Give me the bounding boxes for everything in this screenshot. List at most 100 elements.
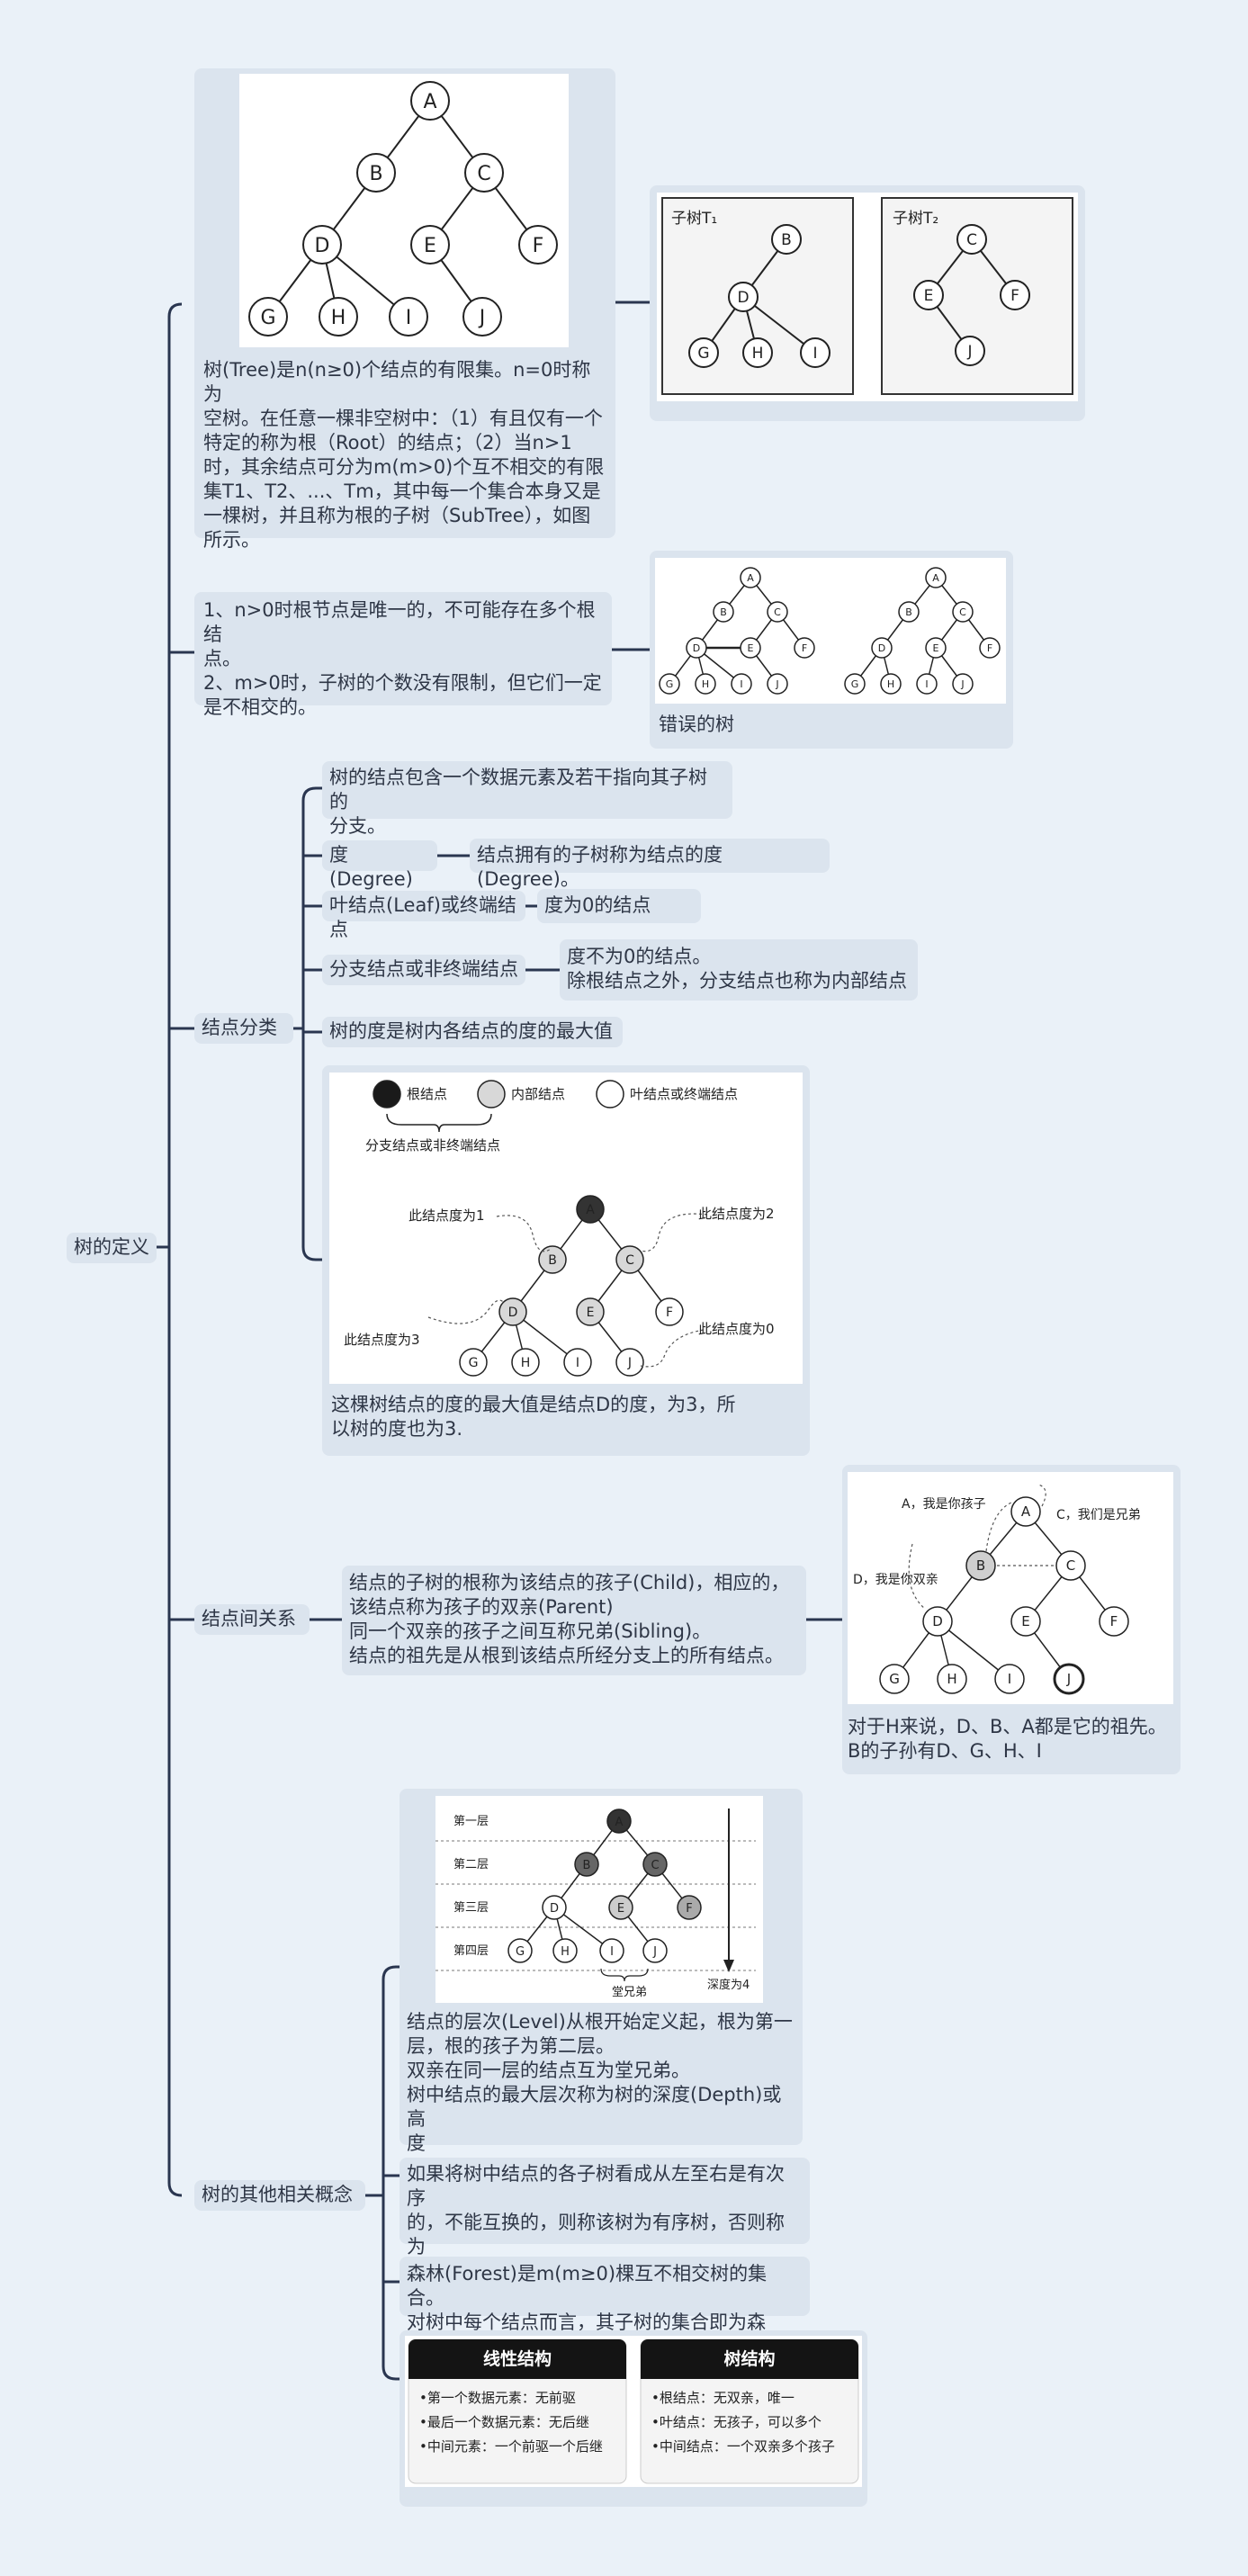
tree-letter: D bbox=[737, 289, 749, 307]
degree-desc[interactable]: 结点拥有的子树称为结点的度(Degree)。 bbox=[470, 839, 830, 890]
relations-figure: A B C D E F G H I J A，我是你孩子 C，我们是兄弟 D，我是… bbox=[848, 1472, 1173, 1704]
tree-letter: B bbox=[905, 606, 912, 618]
root-node[interactable]: 树的定义 bbox=[67, 1233, 157, 1263]
relations-label-parent: D，我是你双亲 bbox=[853, 1573, 938, 1587]
annotation-degree-2: 此结点度为2 bbox=[698, 1206, 775, 1222]
tree-letter: H bbox=[887, 678, 894, 690]
forest-text[interactable]: 森林(Forest)是m(m≥0)棵互不相交树的集合。 对树中每个结点而言，其子… bbox=[400, 2257, 810, 2357]
classification-node[interactable]: 结点分类 bbox=[194, 1013, 293, 1044]
tree-letter: D bbox=[550, 1902, 559, 1916]
depth-label: 深度为4 bbox=[707, 1978, 750, 1992]
tree-letter: F bbox=[1110, 1613, 1118, 1629]
degree-label: 度(Degree) bbox=[329, 844, 413, 890]
tree-letter: D bbox=[932, 1613, 943, 1629]
legend-leaf: 叶结点或终端结点 bbox=[630, 1086, 738, 1102]
tree-letter: B bbox=[548, 1253, 557, 1268]
branch-node[interactable]: 分支结点或非终端结点 bbox=[322, 955, 525, 985]
tree-letter: J bbox=[775, 678, 778, 690]
tree-letter: G bbox=[851, 678, 859, 690]
tree-figure-main: A B C D E F G H I J bbox=[239, 74, 569, 347]
tree-structure-list: •根结点：无双亲，唯一 •叶结点：无孩子，可以多个 •中间结点：一个双亲多个孩子 bbox=[651, 2386, 855, 2459]
tree-structure-title: 树结构 bbox=[641, 2339, 858, 2379]
tree-letter: H bbox=[702, 678, 709, 690]
other-label: 树的其他相关概念 bbox=[202, 2184, 353, 2205]
annotation-degree-3: 此结点度为3 bbox=[344, 1332, 420, 1348]
tree-letter: I bbox=[740, 678, 742, 690]
tree-letter: E bbox=[933, 642, 939, 654]
cousin-label: 堂兄弟 bbox=[612, 1986, 647, 1999]
tree-letter: G bbox=[260, 307, 275, 329]
legend-brace-label: 分支结点或非终端结点 bbox=[365, 1137, 500, 1153]
tree-letter: H bbox=[561, 1945, 570, 1959]
tree-letter: G bbox=[469, 1356, 479, 1370]
leaf-label: 叶结点(Leaf)或终端结点 bbox=[329, 894, 516, 940]
relations-caption: 对于H来说，D、B、A都是它的祖先。 B的子孙有D、G、H、I bbox=[848, 1716, 1167, 1762]
tree-letter: E bbox=[424, 235, 436, 257]
tree-letter: F bbox=[533, 235, 544, 257]
tree-letter: J bbox=[960, 678, 964, 690]
tree-letter: E bbox=[924, 287, 934, 305]
root-label: 树的定义 bbox=[74, 1236, 149, 1258]
tree-letter: H bbox=[752, 345, 764, 363]
tree-letter: C bbox=[625, 1253, 634, 1268]
linear-structure-list: •第一个数据元素：无前驱 •最后一个数据元素：无后继 •中间元素：一个前驱一个后… bbox=[419, 2386, 623, 2459]
classification-intro[interactable]: 树的结点包含一个数据元素及若干指向其子树的 分支。 bbox=[322, 761, 732, 837]
level-label-4: 第四层 bbox=[453, 1944, 489, 1958]
tree-letter: H bbox=[521, 1356, 531, 1370]
tree-letter: J bbox=[1066, 1671, 1071, 1687]
relations-text[interactable]: 结点的子树的根称为该结点的孩子(Child)，相应的， 该结点称为孩子的双亲(P… bbox=[342, 1566, 806, 1675]
tree-letter: I bbox=[610, 1945, 614, 1959]
tree-letter: B bbox=[720, 606, 727, 618]
tree-letter: I bbox=[406, 307, 412, 329]
level-label-3: 第三层 bbox=[453, 1901, 489, 1915]
tree-letter: D bbox=[878, 642, 885, 654]
degree-svg: 根结点 内部结点 叶结点或终端结点 分支结点或非终端结点 A B C D E F… bbox=[344, 1080, 775, 1377]
tree-letter: I bbox=[925, 678, 928, 690]
tree-letter: F bbox=[686, 1902, 692, 1916]
list-item: •第一个数据元素：无前驱 bbox=[419, 2390, 576, 2406]
tree-letter: G bbox=[697, 345, 709, 363]
subtree-label-t2: 子树T₂ bbox=[893, 210, 938, 228]
leaf-desc[interactable]: 度为0的结点 bbox=[537, 889, 701, 923]
tree-letter: H bbox=[331, 307, 346, 329]
tree-letter: D bbox=[693, 642, 700, 654]
level-label-2: 第二层 bbox=[453, 1858, 489, 1871]
tree-letter: C bbox=[651, 1859, 659, 1872]
tree-letter: C bbox=[774, 606, 781, 618]
level-figure: A B C D E F G H I J 第一层 第二层 第三层 第四层 堂兄弟 … bbox=[435, 1796, 763, 2003]
tree-letter: E bbox=[748, 642, 754, 654]
legend-root: 根结点 bbox=[407, 1086, 447, 1102]
tree-degree-text[interactable]: 树的度是树内各结点的度的最大值 bbox=[322, 1017, 623, 1047]
relations-node[interactable]: 结点间关系 bbox=[194, 1604, 310, 1635]
ordered-tree-text[interactable]: 如果将树中结点的各子树看成从左至右是有次序 的，不能互换的，则称该树为有序树，否… bbox=[400, 2158, 810, 2282]
degree-node[interactable]: 度(Degree) bbox=[322, 840, 437, 890]
tree-letter: G bbox=[889, 1671, 900, 1687]
tree-letter: J bbox=[478, 307, 486, 329]
other-node[interactable]: 树的其他相关概念 bbox=[194, 2180, 365, 2211]
tree-letter: C bbox=[477, 163, 490, 185]
tree-letter: B bbox=[781, 231, 792, 249]
tree-letter: J bbox=[652, 1945, 657, 1959]
tree-letter: A bbox=[615, 1816, 624, 1829]
tree-letter: A bbox=[1021, 1503, 1031, 1520]
tree-letter: C bbox=[966, 231, 977, 249]
wrong-tree-figure: A B C D E F G H I J A B C D E F G H I J bbox=[655, 558, 1006, 704]
tree-letter: E bbox=[617, 1902, 624, 1916]
branch-label: 分支结点或非终端结点 bbox=[329, 958, 518, 980]
wrong-tree-text[interactable]: 1、n>0时根节点是唯一的，不可能存在多个根结 点。 2、m>0时，子树的个数没… bbox=[194, 592, 612, 718]
legend-internal: 内部结点 bbox=[511, 1086, 565, 1102]
tree-letter: H bbox=[947, 1671, 956, 1687]
tree-letter: I bbox=[813, 345, 817, 363]
tree-letter: B bbox=[976, 1557, 985, 1574]
tree-letter: J bbox=[627, 1356, 632, 1370]
leaf-node[interactable]: 叶结点(Leaf)或终端结点 bbox=[322, 891, 525, 940]
definition-text: 树(Tree)是n(n≥0)个结点的有限集。n=0时称为 空树。在任意一棵非空树… bbox=[203, 359, 605, 551]
wrong-tree-caption: 错误的树 bbox=[659, 714, 734, 735]
list-item: •最后一个数据元素：无后继 bbox=[419, 2414, 589, 2430]
tree-letter: C bbox=[959, 606, 966, 618]
tree-letter: A bbox=[586, 1203, 595, 1217]
relations-label: 结点间关系 bbox=[202, 1608, 296, 1629]
branch-desc[interactable]: 度不为0的结点。 除根结点之外，分支结点也称为内部结点 bbox=[560, 939, 918, 1001]
tree-letter: F bbox=[987, 642, 992, 654]
tree-letter: B bbox=[583, 1859, 591, 1872]
